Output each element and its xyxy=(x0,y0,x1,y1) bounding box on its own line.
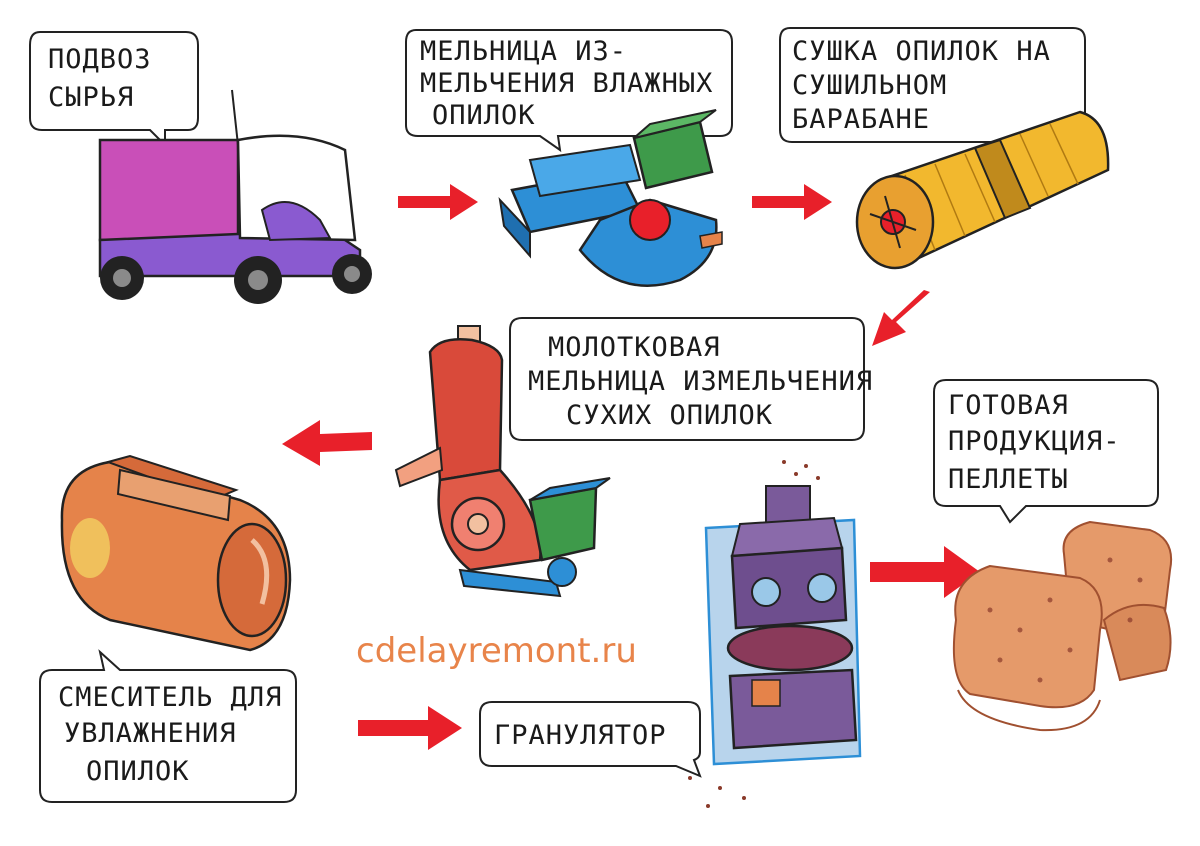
pellets-illustration xyxy=(952,520,1172,732)
bubble-wet-mill: МЕЛЬНИЦА ИЗ- МЕЛЬЧЕНИЯ ВЛАЖНЫХ ОПИЛОК xyxy=(405,29,733,153)
bubble-raw-delivery: ПОДВОЗ СЫРЬЯ xyxy=(29,31,199,148)
arrow-6-granulator-to-product xyxy=(870,546,980,598)
bubble-raw-delivery-text: ПОДВОЗ СЫРЬЯ xyxy=(48,44,169,113)
bubble-product: ГОТОВАЯ ПРОДУКЦИЯ- ПЕЛЛЕТЫ xyxy=(933,379,1159,524)
arrow-3-dryer-to-hammer xyxy=(872,290,930,346)
bubble-granulator: ГРАНУЛЯТОР xyxy=(479,701,702,778)
arrow-2-mill-to-dryer xyxy=(752,184,832,220)
bubble-mixer-text: СМЕСИТЕЛЬ ДЛЯ УВЛАЖНЕНИЯ ОПИЛОК xyxy=(58,682,300,787)
bubble-granulator-text: ГРАНУЛЯТОР xyxy=(494,720,667,751)
arrow-4-hammer-to-mixer xyxy=(282,420,372,466)
hammer-mill-illustration xyxy=(394,325,611,598)
truck-illustration xyxy=(98,89,372,304)
bubble-hammer-mill: МОЛОТКОВАЯ МЕЛЬНИЦА ИЗМЕЛЬЧЕНИЯ СУХИХ ОП… xyxy=(509,317,890,441)
bubble-product-text: ГОТОВАЯ ПРОДУКЦИЯ- ПЕЛЛЕТЫ xyxy=(948,390,1138,495)
arrow-5-mixer-to-granulator xyxy=(358,706,462,750)
watermark-text: cdelayremont.ru xyxy=(356,631,637,671)
granulator-illustration xyxy=(688,460,862,808)
bubble-mixer: СМЕСИТЕЛЬ ДЛЯ УВЛАЖНЕНИЯ ОПИЛОК xyxy=(39,649,300,803)
bubble-dryer: СУШКА ОПИЛОК НА СУШИЛЬНОМ БАРАБАНЕ xyxy=(779,27,1086,153)
dryer-drum-illustration xyxy=(855,110,1110,270)
bubble-hammer-mill-text: МОЛОТКОВАЯ МЕЛЬНИЦА ИЗМЕЛЬЧЕНИЯ СУХИХ ОП… xyxy=(528,332,890,431)
arrow-1-truck-to-mill xyxy=(398,184,478,220)
mixer-illustration xyxy=(60,454,292,652)
bubble-wet-mill-text: МЕЛЬНИЦА ИЗ- МЕЛЬЧЕНИЯ ВЛАЖНЫХ ОПИЛОК xyxy=(420,36,731,131)
bubble-dryer-text: СУШКА ОПИЛОК НА СУШИЛЬНОМ БАРАБАНЕ xyxy=(792,36,1068,135)
wet-mill-illustration xyxy=(498,109,723,287)
